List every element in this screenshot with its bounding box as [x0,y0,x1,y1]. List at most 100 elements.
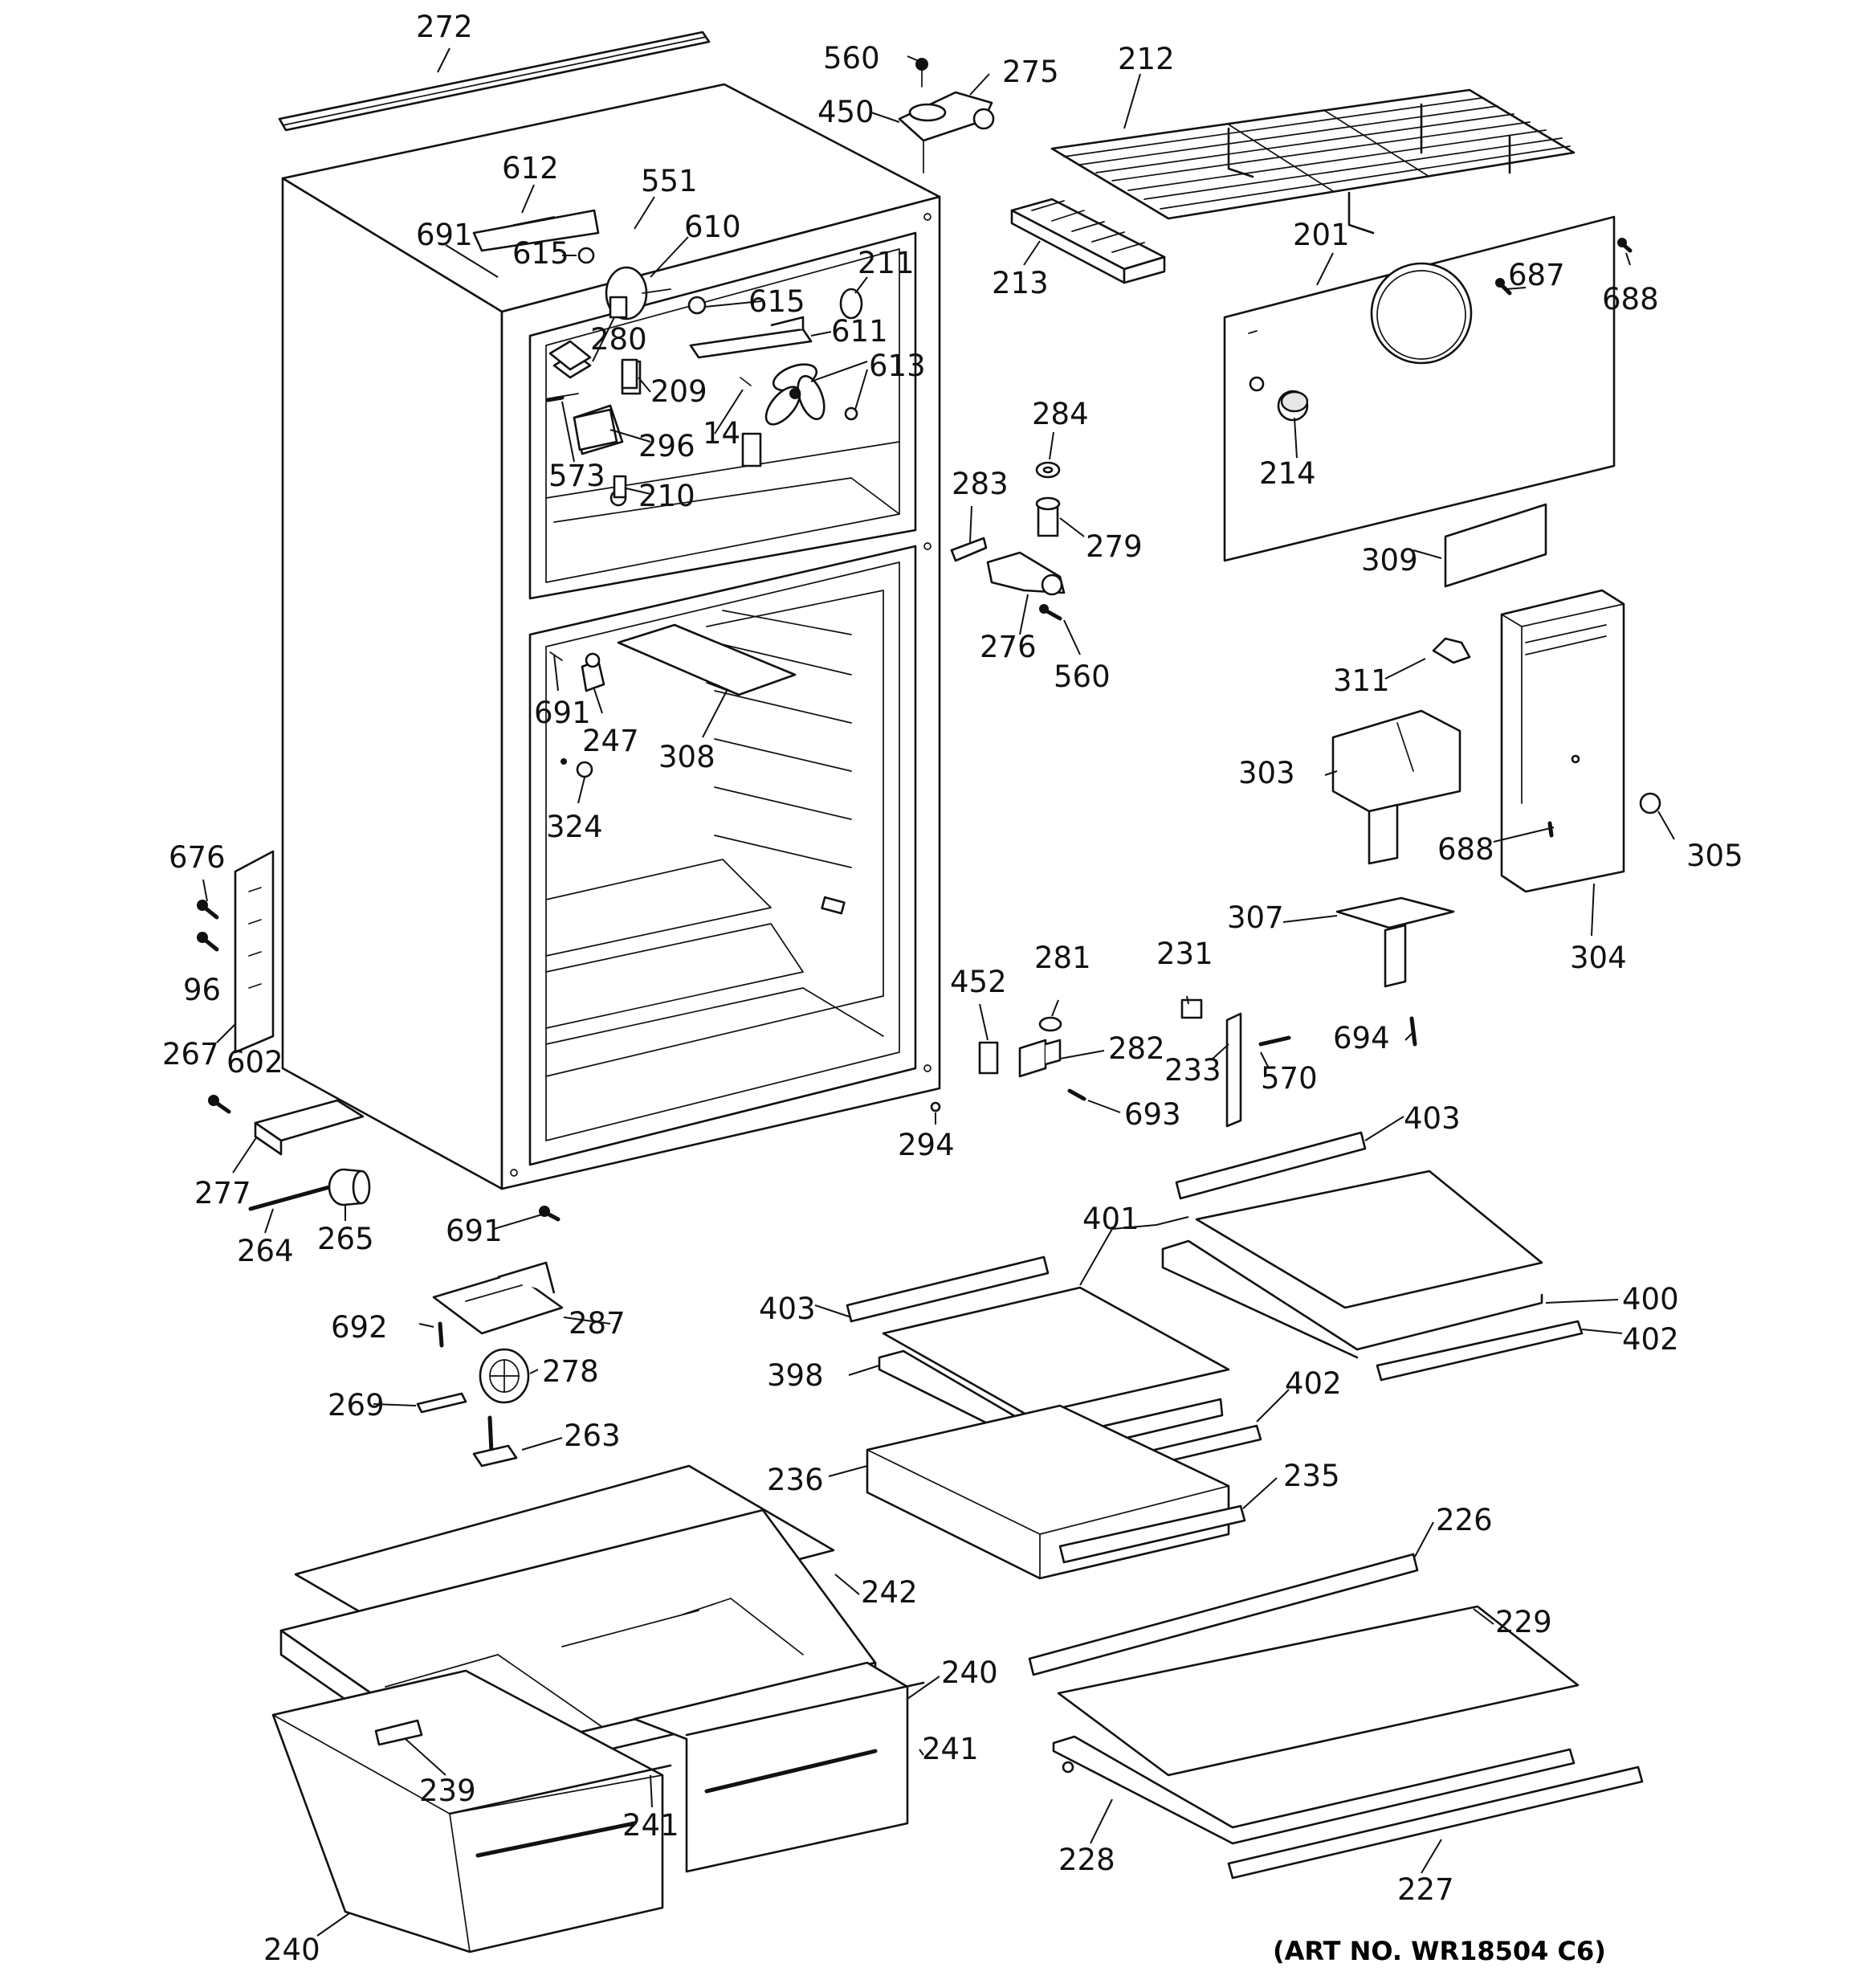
label-96: 96 [183,973,221,1007]
label-227: 227 [1397,1872,1454,1907]
part-307 [1335,896,1455,988]
cabinet [281,83,941,1190]
label-611: 611 [831,314,888,349]
label-615a: 615 [512,236,569,271]
label-236: 236 [767,1463,824,1497]
label-213: 213 [992,266,1049,300]
part-613-fan [764,363,858,426]
part-282-bottom-hinge [1018,1039,1062,1078]
part-304-duct [1500,589,1625,893]
label-284: 284 [1032,397,1089,431]
label-687: 687 [1508,258,1565,292]
label-691a: 691 [416,218,473,252]
part-213-ice-tray [1010,198,1166,284]
label-226: 226 [1436,1503,1493,1537]
part-275-top-hinge [898,58,995,173]
part-276-middle-hinge [986,551,1066,596]
label-228: 228 [1058,1843,1115,1877]
label-570: 570 [1261,1061,1318,1096]
label-311: 311 [1333,663,1390,698]
label-282: 282 [1108,1031,1165,1066]
label-279: 279 [1086,529,1143,564]
label-401: 401 [1082,1202,1139,1236]
label-398: 398 [767,1358,824,1393]
label-691c: 691 [446,1214,503,1248]
label-212: 212 [1118,42,1175,76]
label-240a: 240 [941,1655,998,1690]
label-551: 551 [641,164,698,198]
label-402a: 402 [1622,1322,1679,1357]
label-612: 612 [502,151,559,186]
label-209: 209 [650,374,707,409]
part-277-bracket [254,1099,365,1156]
label-242: 242 [861,1575,918,1610]
part-278-wheel [479,1348,530,1404]
label-602: 602 [226,1045,283,1080]
label-283: 283 [952,467,1009,501]
label-278: 278 [542,1354,599,1389]
part-201-rear-panel [1223,215,1616,562]
label-214: 214 [1259,456,1316,491]
art-number: (ART NO. WR18504 C6) [1273,1936,1606,1966]
label-269: 269 [328,1388,385,1423]
label-308: 308 [658,740,715,774]
label-241a: 241 [922,1732,979,1766]
part-401-shelf [882,1286,1230,1417]
label-272: 272 [416,10,473,44]
label-280: 280 [590,322,647,357]
label-294: 294 [898,1128,955,1162]
part-263-leg [472,1415,518,1468]
label-694: 694 [1333,1021,1390,1055]
label-263: 263 [564,1419,621,1453]
label-610: 610 [684,210,741,244]
label-211: 211 [858,246,915,280]
label-676: 676 [169,840,226,875]
label-240b: 240 [263,1933,320,1967]
label-277: 277 [194,1176,251,1210]
part-236-drawer [866,1404,1230,1580]
label-613: 613 [869,349,926,383]
label-688b: 688 [1437,832,1494,867]
label-210: 210 [638,479,695,513]
label-691b: 691 [534,696,591,730]
label-692: 692 [331,1310,388,1345]
part-212-wire-shelf [1050,88,1576,235]
label-304: 304 [1570,941,1627,975]
label-403a: 403 [1404,1101,1461,1136]
part-398-frame [878,1349,1224,1457]
label-305: 305 [1686,839,1743,873]
label-281: 281 [1034,941,1091,975]
label-688a: 688 [1602,282,1659,316]
label-296: 296 [638,429,695,463]
leader-lines [202,47,1675,1937]
label-307: 307 [1227,900,1284,935]
label-201: 201 [1293,218,1350,252]
part-308-shelf [617,623,797,696]
part-279 [1035,496,1061,537]
label-452: 452 [950,965,1007,999]
label-264: 264 [237,1234,294,1268]
label-309: 309 [1361,543,1418,578]
label-275: 275 [1002,55,1059,89]
label-402b: 402 [1285,1366,1342,1401]
part-drawings [197,31,1661,1953]
part-267-plate [234,850,275,1054]
label-303: 303 [1238,756,1295,790]
label-247: 247 [582,724,639,758]
label-693: 693 [1124,1097,1181,1132]
part-265-roller [328,1168,371,1206]
part-240-drawer-left [271,1669,672,1953]
label-241b: 241 [622,1808,679,1843]
label-239: 239 [419,1774,476,1808]
part-610-motor [605,266,671,320]
label-276: 276 [980,630,1037,664]
part-287-bracket [432,1261,564,1335]
label-267: 267 [162,1037,219,1072]
label-14: 14 [703,416,740,451]
label-235: 235 [1283,1459,1340,1493]
label-324: 324 [546,810,603,844]
label-560b: 560 [1054,659,1111,694]
label-400: 400 [1622,1282,1679,1316]
label-233: 233 [1164,1053,1221,1088]
